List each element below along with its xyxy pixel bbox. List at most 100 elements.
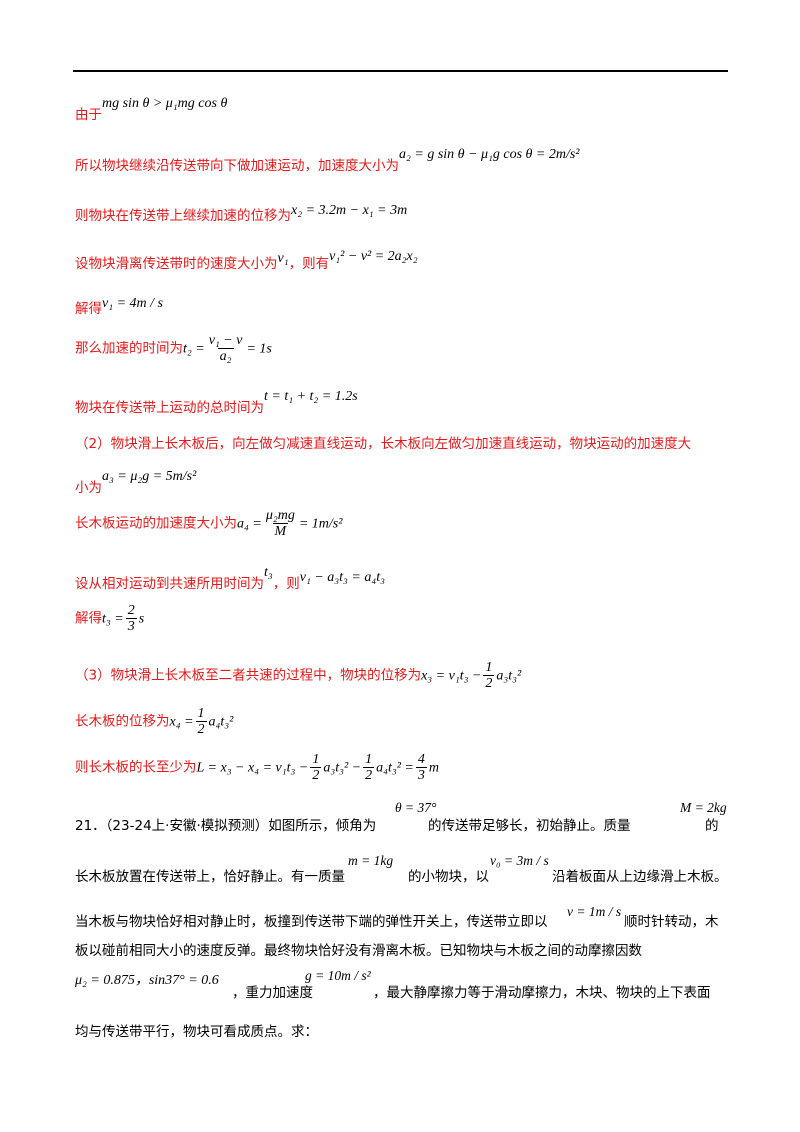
- problem-text: 顺时针转动，木: [624, 914, 719, 930]
- numerator: 4: [417, 752, 425, 767]
- denominator: 2: [363, 767, 375, 783]
- denominator: 2: [195, 721, 207, 737]
- solution-line-7: 物块在传送带上运动的总时间为t = t₁ + t₂ = 1.2s: [75, 389, 358, 417]
- denominator: M: [272, 523, 289, 539]
- line-text: 则物块在传送带上继续加速的位移为: [75, 208, 291, 224]
- velocity-formula: v = 1m / s: [567, 904, 622, 919]
- numerator: 1: [365, 752, 373, 767]
- formula: = 1m/s²: [298, 516, 343, 532]
- formula: = 1s: [246, 341, 272, 357]
- denominator: 3: [125, 618, 137, 634]
- velocity-formula: v₀ = 3m / s: [490, 853, 549, 868]
- formula: a₄ =: [237, 516, 262, 532]
- formula: x₃ = v₁t₃ −: [421, 668, 482, 684]
- problem-line-2: 长木板放置在传送带上，恰好静止。有一质量: [75, 865, 345, 885]
- problem-text: 21．（23-24上·安徽·模拟预测）如图所示，倾角为: [75, 818, 377, 834]
- line-text: 由于: [75, 107, 102, 123]
- mass-formula: M = 2kg: [680, 800, 727, 815]
- problem-text: 均与传送带平行，物块可看成质点。求：: [75, 1024, 318, 1040]
- problem-text: 的: [705, 818, 719, 834]
- denominator: 2: [310, 767, 322, 783]
- problem-text: ，最大静摩擦力等于滑动摩擦力，木块、物块的上下表面: [373, 985, 711, 1001]
- formula: a₄t₃²: [208, 714, 234, 730]
- line-text: ，则有: [288, 256, 330, 272]
- numerator: 1: [485, 660, 493, 675]
- formula: t₃ =: [102, 611, 124, 627]
- formula: t₂ =: [183, 341, 205, 357]
- formula: v₁ − a₃t₃ = a₄t₃: [299, 570, 385, 585]
- numerator: 1: [197, 706, 205, 721]
- angle-formula: θ = 37°: [395, 800, 437, 815]
- problem-line-6: 均与传送带平行，物块可看成质点。求：: [75, 1020, 318, 1040]
- denominator: 3: [415, 767, 427, 783]
- formula: x₂ = 3.2m − x₁ = 3m: [291, 203, 408, 218]
- line-text: 所以物块继续沿传送带向下做加速运动，加速度大小为: [75, 158, 399, 174]
- line-text: 则长木板的长至少为: [75, 759, 197, 776]
- problem-text: 沿着板面从上边缘滑上木板。: [552, 869, 728, 885]
- formula: a₂ = g sin θ − μ₁g cos θ = 2m/s²: [399, 147, 580, 162]
- denominator: 2: [483, 675, 495, 691]
- problem-text: 长木板放置在传送带上，恰好静止。有一质量: [75, 869, 345, 885]
- problem-text: 的传送带足够长，初始静止。质量: [428, 818, 631, 834]
- problem-text: 的小物块，以: [408, 869, 489, 885]
- problem-line-1: 21．（23-24上·安徽·模拟预测）如图所示，倾角为: [75, 814, 376, 834]
- formula: m: [428, 760, 440, 776]
- mass-formula: m = 1kg: [348, 853, 394, 868]
- formula: t₃: [264, 565, 273, 580]
- formula: x₄ =: [169, 714, 194, 730]
- line-text: 小为: [75, 480, 102, 496]
- line-text: （3）物块滑上长木板至二者共速的过程中，物块的位移为: [75, 667, 422, 684]
- denominator: a₂: [217, 348, 234, 364]
- problem-line-3: 当木板与物块恰好相对静止时，板撞到传送带下端的弹性开关上，传送带立即以: [75, 910, 548, 930]
- numerator: μ₂mg: [265, 508, 295, 523]
- formula: a₃t₃²: [496, 668, 522, 684]
- formula: s: [138, 611, 145, 627]
- line-text: 设从相对运动到共速所用时间为: [75, 576, 264, 592]
- problem-line-5: μ₂ = 0.875，sin37° = 0.6: [75, 973, 219, 1001]
- solution-line-4: 设物块滑离传送带时的速度大小为v₁，则有v₁² − v² = 2a₂x₂: [75, 249, 418, 273]
- formula: v₁² − v² = 2a₂x₂: [329, 249, 418, 264]
- solution-line-1: 由于mg sin θ > μ₁mg cos θ: [75, 96, 227, 124]
- line-text: 长木板运动的加速度大小为: [75, 515, 237, 532]
- line-text: ，则: [272, 576, 300, 592]
- formula: a₃ = μ₂g = 5m/s²: [102, 469, 197, 484]
- problem-text: 当木板与物块恰好相对静止时，板撞到传送带下端的弹性开关上，传送带立即以: [75, 914, 548, 930]
- formula: v₁: [277, 251, 289, 266]
- header-rule: [73, 70, 728, 72]
- formula: v₁ = 4m / s: [102, 296, 163, 311]
- line-text: 物块在传送带上运动的总时间为: [75, 400, 264, 416]
- solution-line-3: 则物块在传送带上继续加速的位移为x₂ = 3.2m − x₁ = 3m: [75, 203, 408, 225]
- solution-line-2: 所以物块继续沿传送带向下做加速运动，加速度大小为a₂ = g sin θ − μ…: [75, 147, 580, 175]
- formula: L = x₃ − x₄ = v₁t₃ −: [196, 760, 309, 776]
- numerator: v₁ − v: [208, 333, 243, 348]
- line-text: 长木板的位移为: [75, 713, 170, 730]
- formula: t = t₁ + t₂ = 1.2s: [264, 389, 358, 404]
- solution-line-5: 解得v₁ = 4m / s: [75, 296, 163, 318]
- problem-text: 板以碰前相同大小的速度反弹。最终物块恰好没有滑离木板。已知物块与木板之间的动摩擦…: [75, 943, 642, 959]
- line-text: 解得: [75, 301, 102, 317]
- formula: mg sin θ > μ₁mg cos θ: [102, 96, 228, 111]
- formula: a₄t₃² =: [376, 760, 414, 776]
- gravity-formula: g = 10m / s²: [305, 968, 371, 983]
- line-text: 解得: [75, 610, 102, 627]
- line-text: 那么加速的时间为: [75, 340, 183, 357]
- line-text: 设物块滑离传送带时的速度大小为: [75, 256, 278, 272]
- solution-line-9: 小为a₃ = μ₂g = 5m/s²: [75, 469, 196, 497]
- formula: a₃t₃² −: [323, 760, 362, 776]
- friction-formula: μ₂ = 0.875，sin37° = 0.6: [75, 973, 219, 988]
- numerator: 1: [312, 752, 320, 767]
- line-text: （2）物块滑上长木板后，向左做匀减速直线运动，长木板向左做匀加速直线运动，物块运…: [75, 436, 692, 452]
